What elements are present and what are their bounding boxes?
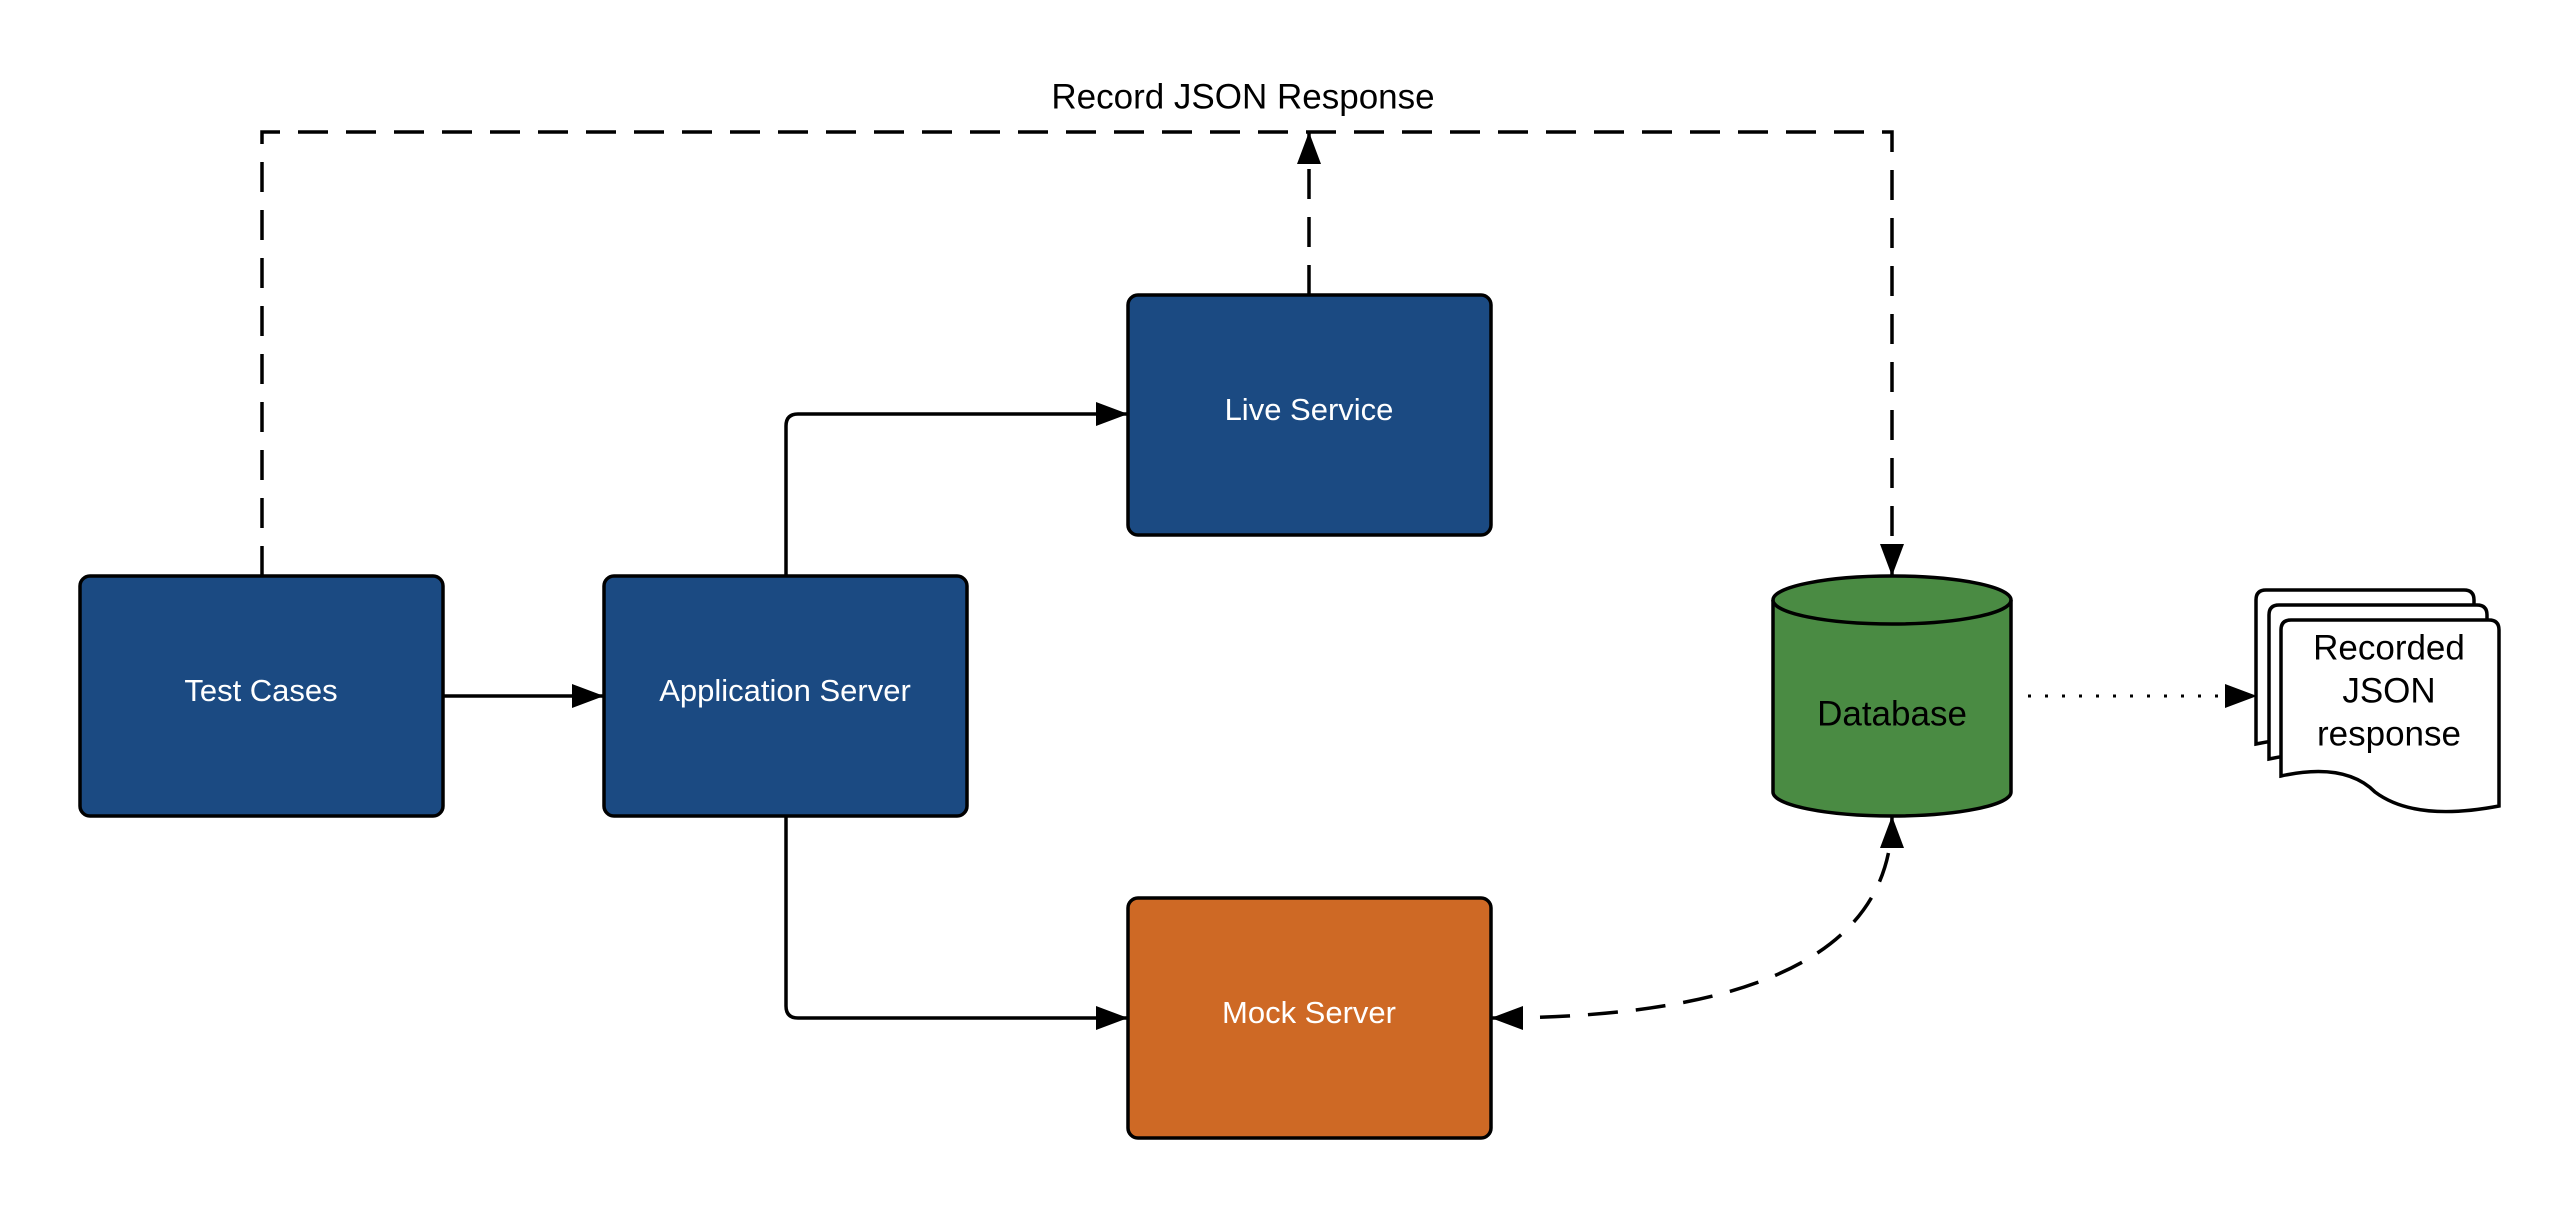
record-path-connector: [260, 130, 1904, 576]
database-label: Database: [1817, 694, 1967, 733]
test-cases-box: [78, 574, 445, 818]
database-cylinder-body: [1771, 600, 2013, 818]
database-node[interactable]: Database: [1771, 574, 2013, 818]
mock-server-box: [1126, 896, 1493, 1140]
diagram-title: Record JSON Response: [1051, 77, 1434, 116]
mock-server-node[interactable]: Mock Server: [1126, 896, 1493, 1140]
document-label-line-2: JSON: [2342, 671, 2435, 710]
document-label-line-1: Recorded: [2313, 628, 2465, 667]
test-cases-label: Test Cases: [184, 673, 337, 708]
app-to-mock-connector: [784, 816, 1128, 1030]
recorded-json-documents[interactable]: Recorded JSON response: [2254, 588, 2501, 814]
database-cylinder-top: [1771, 574, 2013, 626]
application-server-node[interactable]: Application Server: [602, 574, 969, 818]
live-service-label: Live Service: [1225, 392, 1394, 427]
document-front: [2279, 618, 2501, 814]
test-cases-node[interactable]: Test Cases: [78, 574, 445, 818]
mock-database-connector: [1491, 816, 1904, 1030]
live-service-box: [1126, 293, 1493, 537]
mock-server-label: Mock Server: [1222, 995, 1396, 1030]
application-server-box: [602, 574, 969, 818]
app-to-live-connector: [784, 402, 1128, 576]
document-label-line-3: response: [2317, 714, 2461, 753]
application-server-label: Application Server: [659, 673, 911, 708]
live-service-node[interactable]: Live Service: [1126, 293, 1493, 537]
